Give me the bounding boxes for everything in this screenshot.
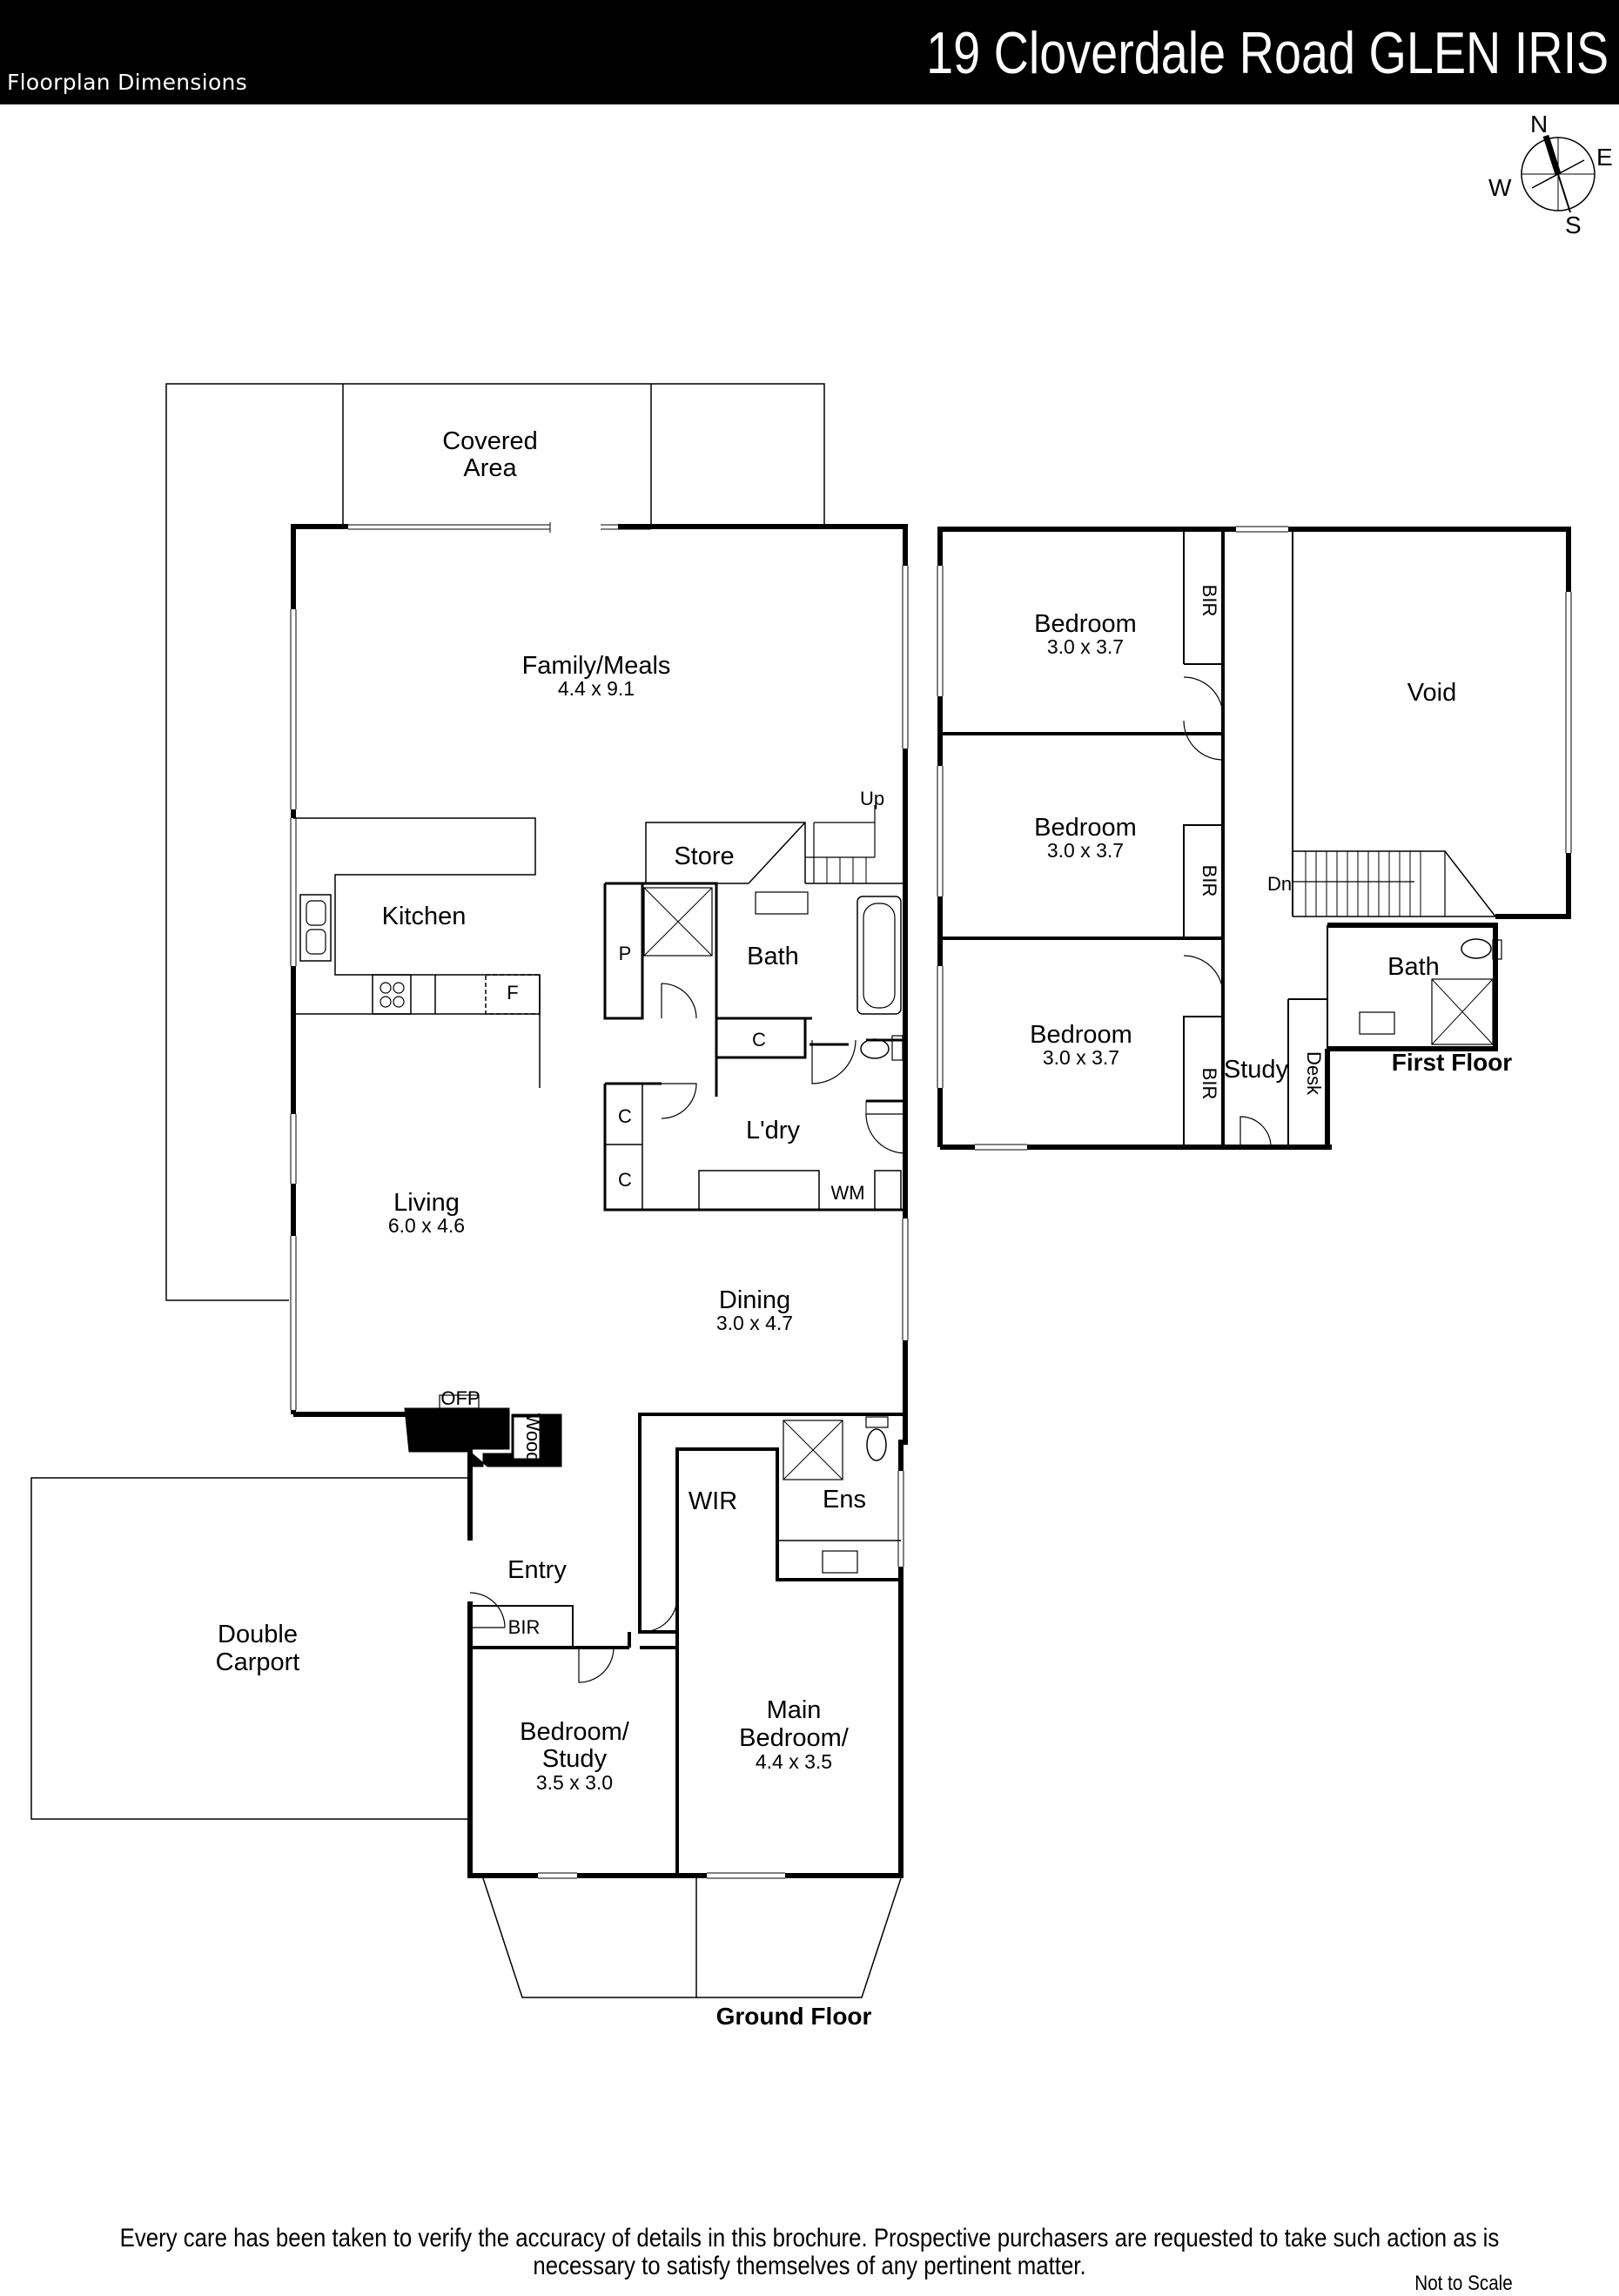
bedroom-1-label: Bedroom — [1034, 610, 1137, 638]
bedroom-2-label: Bedroom — [1034, 814, 1137, 842]
store-label: Store — [674, 843, 734, 870]
family-meals-dims: 4.4 x 9.1 — [558, 677, 635, 700]
ofp-label: OFP — [440, 1387, 480, 1409]
bedroom-1-dims: 3.0 x 3.7 — [1047, 635, 1124, 658]
main-bedroom-dims: 4.4 x 3.5 — [756, 1750, 832, 1773]
bath-label: Bath — [747, 943, 799, 970]
first-floor-plan — [936, 525, 1573, 1151]
laundry-label: L'dry — [746, 1117, 800, 1145]
not-to-scale-note: Not to Scale — [1414, 2272, 1513, 2295]
carport-label-2: Carport — [216, 1648, 300, 1676]
wir-label: WIR — [689, 1487, 737, 1515]
covered-area-label-2: Area — [463, 454, 517, 482]
ensuite-label: Ens — [823, 1486, 866, 1514]
stairs-up-label: Up — [860, 788, 884, 809]
dining-label: Dining — [719, 1286, 790, 1314]
bedroom-3-label: Bedroom — [1030, 1021, 1132, 1049]
entry-label: Entry — [507, 1556, 567, 1584]
compass-w: W — [1488, 174, 1512, 201]
ground-floor-plan — [30, 383, 910, 1998]
header-subtitle: Floorplan Dimensions — [7, 70, 248, 95]
wood-label: Wood — [522, 1413, 544, 1462]
main-bedroom-label-1: Main — [767, 1696, 822, 1724]
first-floor-bath-label: Bath — [1387, 953, 1440, 981]
bir-label-3: BIR — [1199, 1068, 1220, 1100]
compass-e: E — [1596, 144, 1613, 171]
study-label: Study — [1224, 1056, 1289, 1084]
compass-icon: N E S W — [1488, 111, 1613, 238]
ground-floor-label: Ground Floor — [716, 2003, 872, 2030]
disclaimer: Every care has been taken to verify the … — [0, 2225, 1619, 2280]
bedroom-study-label-1: Bedroom/ — [520, 1718, 630, 1746]
bir-label-2: BIR — [1199, 865, 1220, 897]
living-label: Living — [393, 1189, 460, 1217]
dining-dims: 3.0 x 4.7 — [716, 1312, 793, 1334]
disclaimer-line-2: necessary to satisfy themselves of any p… — [533, 2252, 1086, 2280]
laundry-cupboard-1: C — [618, 1105, 632, 1127]
bedroom-2-dims: 3.0 x 3.7 — [1047, 839, 1124, 862]
carport-label-1: Double — [218, 1621, 298, 1648]
bir-label-ground: BIR — [508, 1616, 541, 1638]
kitchen-label: Kitchen — [382, 903, 467, 930]
header-bar: Floorplan Dimensions 19 Cloverdale Road … — [0, 0, 1619, 104]
washing-machine-label: WM — [830, 1182, 864, 1204]
disclaimer-line-1: Every care has been taken to verify the … — [119, 2224, 1500, 2252]
first-floor-label: First Floor — [1392, 1049, 1513, 1076]
covered-area-label-1: Covered — [442, 427, 538, 455]
bedroom-study-dims: 3.5 x 3.0 — [536, 1771, 613, 1794]
bedroom-study-label-2: Study — [542, 1745, 608, 1773]
compass-s: S — [1565, 211, 1582, 238]
stairs-down-label: Dn — [1267, 873, 1292, 895]
compass-n: N — [1530, 111, 1548, 138]
cupboard-label: C — [752, 1029, 766, 1051]
bedroom-3-dims: 3.0 x 3.7 — [1043, 1046, 1119, 1069]
living-dims: 6.0 x 4.6 — [388, 1214, 465, 1237]
pantry-label: P — [619, 943, 632, 964]
family-meals-label: Family/Meals — [522, 652, 671, 680]
main-bedroom-label-2: Bedroom/ — [739, 1724, 850, 1752]
fridge-label: F — [507, 982, 518, 1004]
property-address: 19 Cloverdale Road GLEN IRIS — [925, 20, 1609, 86]
void-label: Void — [1407, 679, 1456, 707]
bir-label-1: BIR — [1199, 585, 1220, 617]
desk-label: Desk — [1303, 1051, 1325, 1096]
laundry-cupboard-2: C — [618, 1169, 632, 1191]
